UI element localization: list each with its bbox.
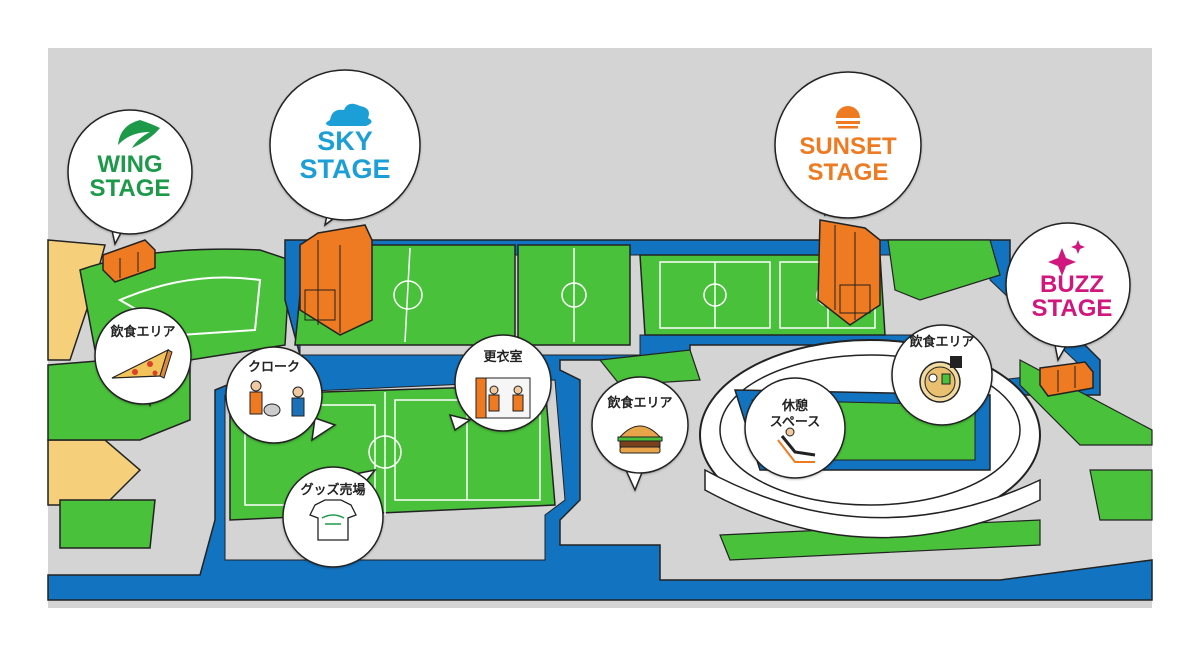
sunset-stage-line1: SUNSET	[799, 133, 897, 160]
cloakroom-bubble[interactable]: クローク	[225, 346, 337, 444]
wing-stage-building	[102, 239, 156, 283]
food-area-burger-bubble[interactable]: 飲食エリア	[591, 376, 689, 492]
sunset-stage-line2: STAGE	[808, 159, 889, 186]
grass-right-2	[1089, 469, 1153, 521]
cloud-icon	[326, 103, 372, 126]
sun-icon	[836, 106, 860, 129]
rest-chair-icon	[777, 427, 816, 463]
merch-shop-label: グッズ売場	[300, 482, 365, 498]
sparkle-icon	[1048, 240, 1085, 276]
changing-room-bubble[interactable]: 更衣室	[448, 334, 552, 432]
sunset-stage-building	[817, 219, 881, 326]
buzz-stage-bubble[interactable]: BUZZ STAGE	[1005, 222, 1131, 363]
park-grass-lower-left	[59, 499, 156, 549]
rest-space-label-2: スペース	[770, 415, 820, 430]
buzz-stage-building	[1039, 361, 1094, 397]
sky-stage-bubble[interactable]: SKY STAGE	[269, 69, 421, 227]
changing-room-icon	[475, 377, 531, 419]
grass-mid	[598, 349, 701, 386]
food-area-label: 飲食エリア	[109, 324, 175, 340]
wing-stage-bubble[interactable]: WING STAGE	[67, 109, 193, 247]
buzz-stage-line1: BUZZ	[1040, 271, 1104, 298]
ramen-icon	[919, 356, 962, 403]
rest-space-label-1: 休憩	[781, 398, 808, 414]
wing-stage-line2: STAGE	[90, 175, 171, 202]
food-area-ramen-bubble[interactable]: 飲食エリア	[891, 324, 993, 426]
cloakroom-icon	[249, 380, 305, 417]
food-area-label-2: 飲食エリア	[606, 395, 672, 411]
tshirt-icon	[309, 499, 357, 541]
baseball-infield	[117, 276, 262, 337]
burger-icon	[617, 425, 663, 454]
rest-space-bubble[interactable]: 休憩 スペース	[744, 377, 846, 479]
sky-stage-building	[299, 224, 373, 336]
wing-stage-line1: WING	[97, 151, 162, 178]
cloakroom-label: クローク	[248, 360, 300, 375]
sky-stage-line2: STAGE	[299, 154, 390, 184]
merch-shop-bubble[interactable]: グッズ売場	[282, 466, 384, 568]
changing-room-label: 更衣室	[483, 349, 522, 365]
sunset-stage-bubble[interactable]: SUNSET STAGE	[774, 71, 922, 219]
food-area-label-3: 飲食エリア	[908, 334, 974, 350]
wing-leaf-icon	[118, 120, 160, 148]
grass-top-right	[887, 239, 1001, 301]
food-area-pizza-bubble[interactable]: 飲食エリア	[94, 307, 192, 408]
sky-stage-line1: SKY	[317, 126, 373, 156]
buzz-stage-line2: STAGE	[1032, 295, 1113, 322]
pizza-icon	[111, 348, 173, 379]
